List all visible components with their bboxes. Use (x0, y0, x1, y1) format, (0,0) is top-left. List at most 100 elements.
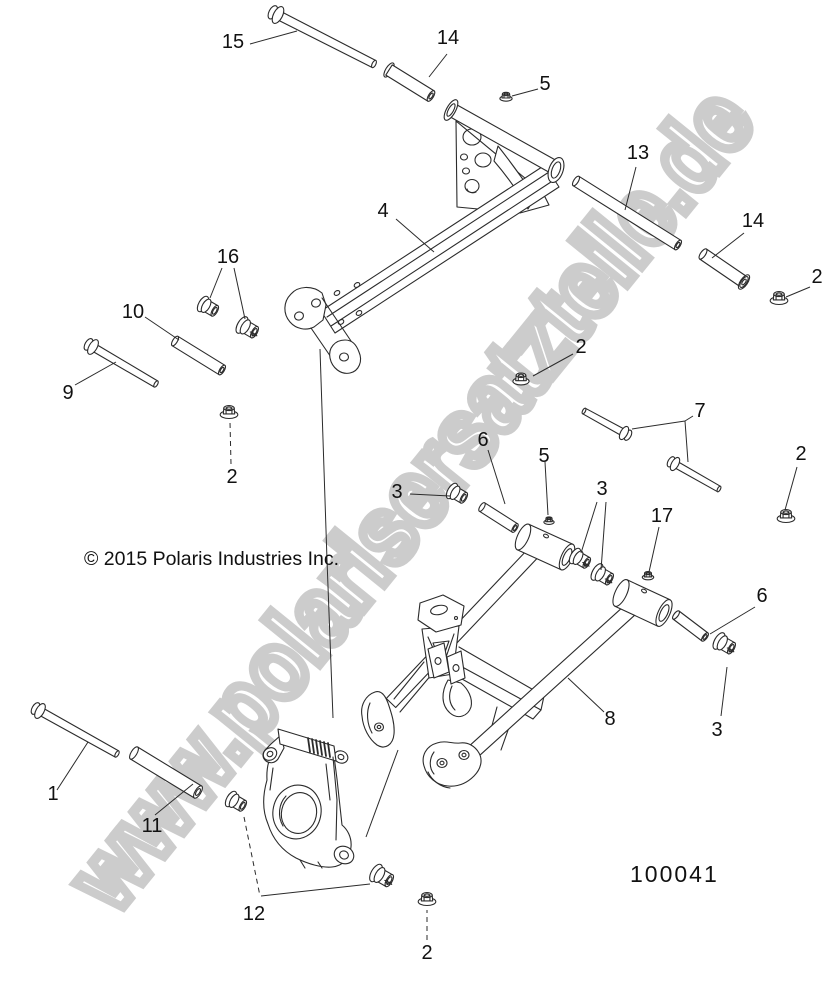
callout-14: 14 (742, 210, 764, 232)
part-spacer-6b (671, 610, 710, 642)
callout-6: 6 (477, 429, 488, 451)
part-flange-bolt-7a (581, 407, 633, 441)
part-spacer-11 (129, 746, 203, 799)
part-spacer-6a (478, 502, 519, 533)
callout-6: 6 (756, 585, 767, 607)
leader-lines (56, 30, 811, 940)
leader-line (229, 421, 232, 465)
callout-10: 10 (122, 301, 144, 323)
part-bushing-3b (568, 547, 592, 569)
part-bushing-3a (445, 482, 469, 504)
part-flange-bolt-7b (666, 456, 722, 493)
leader-line (260, 883, 371, 897)
leader-line (624, 166, 637, 211)
part-pivot-bracket (361, 594, 545, 751)
callout-4: 4 (377, 200, 388, 222)
leader-line (511, 88, 539, 97)
callout-2: 2 (575, 336, 586, 358)
callout-2: 2 (795, 443, 806, 465)
leader-line (684, 415, 694, 422)
part-upper-control-arm (284, 99, 565, 374)
part-spacer-14a (383, 62, 436, 102)
drawing-number: 100041 (630, 861, 719, 887)
leader-line (648, 526, 660, 573)
callout-1: 1 (47, 783, 58, 805)
callout-13: 13 (627, 142, 649, 164)
part-flange-nut-2e (417, 892, 437, 907)
leader-line (709, 606, 756, 635)
leader-line (56, 741, 89, 791)
callout-12: 12 (243, 903, 265, 925)
leader-line (365, 749, 399, 838)
part-bushing-16a (196, 295, 220, 317)
leader-line (684, 420, 689, 463)
leader-line (326, 559, 334, 719)
part-flange-nut-2c (512, 372, 530, 386)
part-knuckle (262, 728, 355, 869)
part-flange-nut-2d (776, 509, 796, 524)
callout-2: 2 (226, 466, 237, 488)
leader-line (544, 461, 549, 516)
leader-line (395, 218, 435, 253)
part-lower-trailing-arm (422, 579, 673, 789)
leader-line (319, 348, 328, 561)
leader-line (243, 816, 261, 897)
callout-11: 11 (142, 815, 163, 837)
part-flange-nut-2b (219, 405, 239, 420)
part-bushing-12a (224, 790, 248, 812)
leader-line (487, 449, 506, 505)
part-bushing-3d (712, 632, 737, 655)
callout-16: 16 (217, 246, 239, 268)
part-screw-17 (641, 570, 655, 581)
leader-line (580, 501, 598, 554)
callout-2: 2 (421, 942, 432, 964)
callout-5: 5 (539, 73, 550, 95)
watermark: www.polarisersatzteile.de (42, 63, 779, 935)
leader-line (720, 666, 728, 717)
leader-line (567, 677, 605, 713)
callout-8: 8 (604, 708, 615, 730)
leader-line (249, 30, 298, 45)
part-carriage-bolt-9 (83, 338, 159, 388)
leader-line (209, 267, 223, 299)
part-spacer-10 (170, 335, 227, 376)
part-bushing-3c (590, 563, 615, 586)
part-carriage-bolt-1 (30, 702, 120, 758)
part-bushing-12b (369, 863, 395, 888)
part-spacer-14b (698, 248, 751, 290)
callout-3: 3 (711, 719, 722, 741)
leader-line (600, 501, 607, 571)
part-pivot-tube-13 (571, 175, 683, 251)
leader-line (631, 420, 686, 430)
part-upper-trailing-arm-end (514, 523, 576, 571)
leader-line (532, 353, 574, 377)
leader-line (74, 361, 117, 386)
copyright-text: © 2015 Polaris Industries Inc. (84, 548, 339, 570)
leader-line (144, 316, 180, 341)
callout-9: 9 (62, 382, 73, 404)
leader-line (154, 783, 194, 816)
part-bushing-16b (235, 316, 260, 339)
part-carriage-bolt-15 (267, 5, 377, 69)
leader-line (711, 232, 745, 259)
leader-line (784, 466, 798, 511)
line-art (262, 99, 673, 869)
callout-7: 7 (694, 400, 705, 422)
callout-2: 2 (811, 266, 822, 288)
callout-5: 5 (538, 445, 549, 467)
part-nut-5a (499, 91, 513, 102)
part-flange-nut-2a (769, 291, 789, 306)
leader-line (233, 267, 246, 320)
watermark-text: www.polarisersatzteile.de (47, 68, 774, 930)
callout-3: 3 (391, 481, 402, 503)
leader-line (428, 53, 448, 78)
callout-14: 14 (437, 27, 459, 49)
leader-line (409, 493, 451, 497)
callout-3: 3 (596, 478, 607, 500)
callout-17: 17 (651, 505, 673, 527)
hardware-parts (30, 5, 796, 907)
callout-15: 15 (222, 31, 244, 53)
